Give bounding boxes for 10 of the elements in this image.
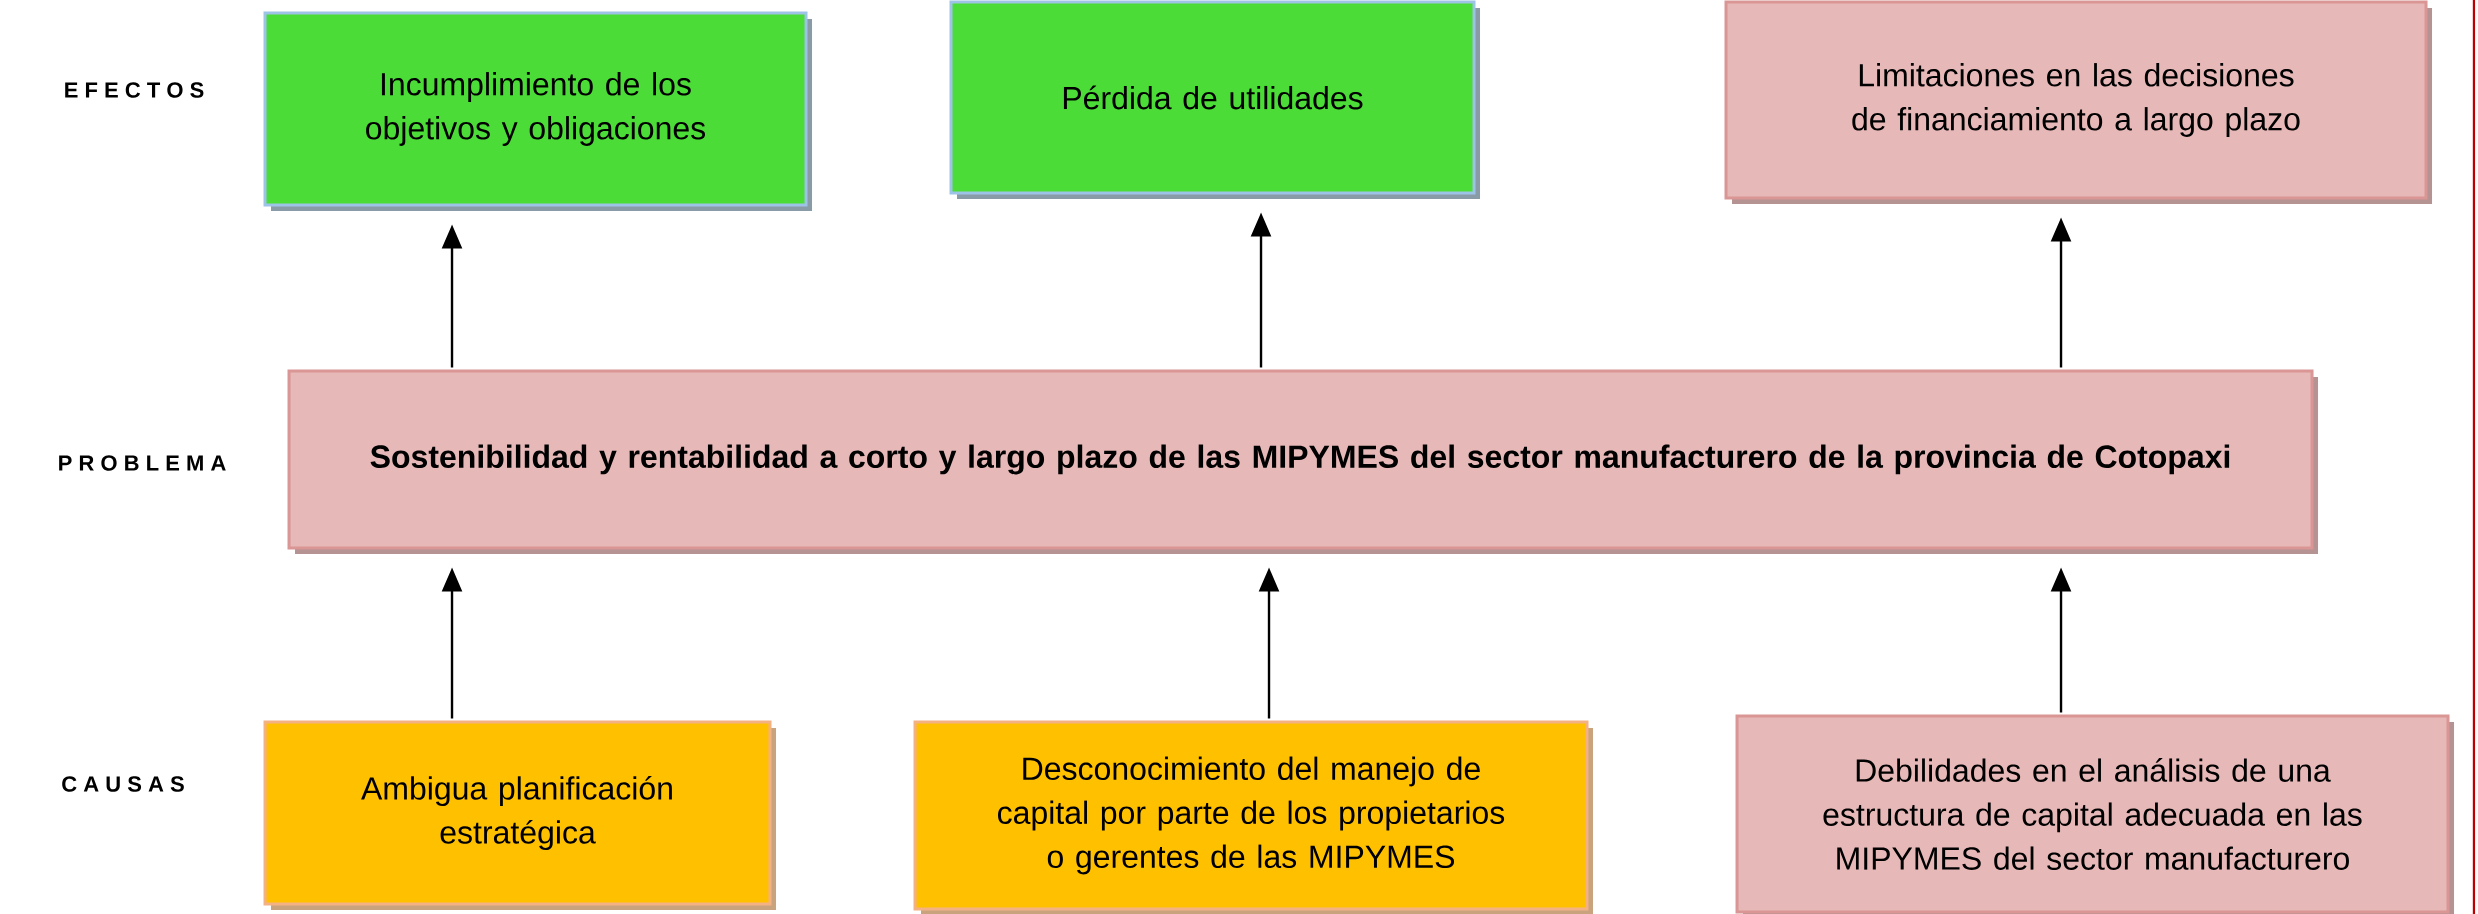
text-box: Desconocimiento del manejo de capital por parte de los propietarios o gerentes de las MIPYMES <box>913 720 1593 914</box>
text-box: Debilidades en el análisis de una estructura de capital adecuada en las MIPYMES del sector manufacturero <box>1735 714 2454 914</box>
text-box: Ambigua planificación estratégica <box>263 720 776 910</box>
text-box: Limitaciones en las decisiones de financiamiento a largo plazo <box>1724 0 2432 204</box>
row-label: E F E C T O S <box>65 82 204 98</box>
row-label: C A U S A S <box>62 776 184 792</box>
problem-box: Sostenibilidad y rentabilidad a corto y largo plazo de las MIPYMES del sector manufacturero de la provincia de Cotopaxi <box>287 369 2318 554</box>
text-box: Incumplimiento de los objetivos y obligaciones <box>263 11 812 211</box>
row-label: P R O B L E M A <box>59 455 226 471</box>
text-box: Pérdida de utilidades <box>949 0 1480 199</box>
